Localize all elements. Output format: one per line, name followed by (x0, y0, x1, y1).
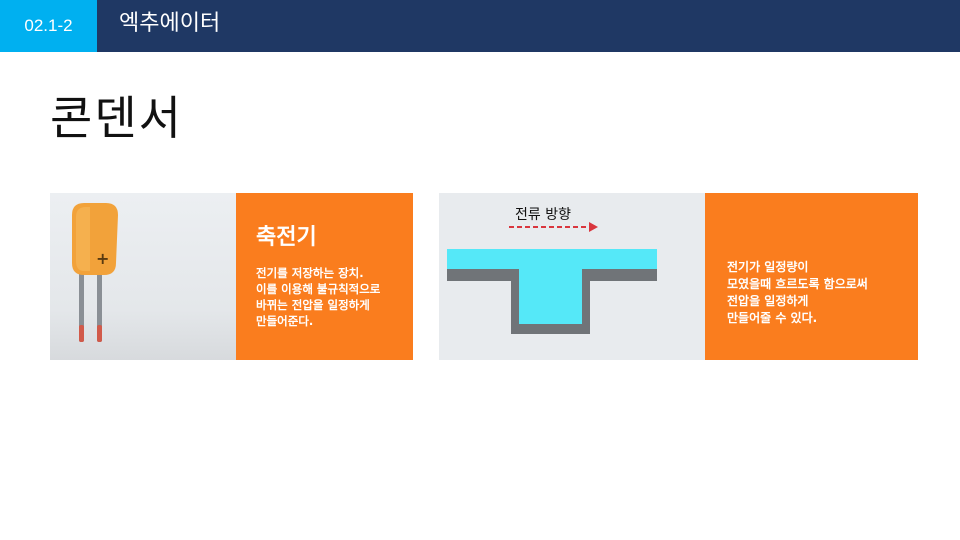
capacitor-illustration: + (50, 193, 236, 360)
slide-header: 02.1-2 엑추에이터 (0, 0, 960, 52)
flow-caption-box: 전기가 일정량이 모였을때 흐르도록 함으로써 전압을 일정하게 만들어줄 수 … (705, 193, 918, 360)
card-title: 축전기 (256, 225, 317, 250)
page-title: 콘덴서 (50, 91, 183, 145)
section-title: 엑추에이터 (119, 11, 221, 36)
section-number: 02.1-2 (0, 0, 97, 52)
arrow-right-icon (589, 222, 598, 232)
card-description: 전기가 일정량이 모였을때 흐르도록 함으로써 전압을 일정하게 만들어줄 수 … (727, 260, 868, 325)
capacitor-image-panel: + 축전기 전기를 저장하는 장치. 이를 이용해 불규칙적으로 바뀌는 전압을… (50, 193, 413, 360)
water-tank-illustration: 전류 방향 (439, 193, 705, 360)
tank-diagram (447, 222, 657, 334)
current-flow-panel: 전류 방향 전기가 일정량이 모였을때 흐르도록 함으로써 전압을 일정하게 만… (439, 193, 918, 360)
capacitor-icon (72, 203, 118, 342)
card-description: 전기를 저장하는 장치. 이를 이용해 불규칙적으로 바뀌는 전압을 일정하게 … (256, 266, 381, 328)
plus-mark: + (96, 249, 110, 268)
flow-direction-label: 전류 방향 (515, 207, 571, 223)
capacitor-caption-box: 축전기 전기를 저장하는 장치. 이를 이용해 불규칙적으로 바뀌는 전압을 일… (236, 193, 413, 360)
